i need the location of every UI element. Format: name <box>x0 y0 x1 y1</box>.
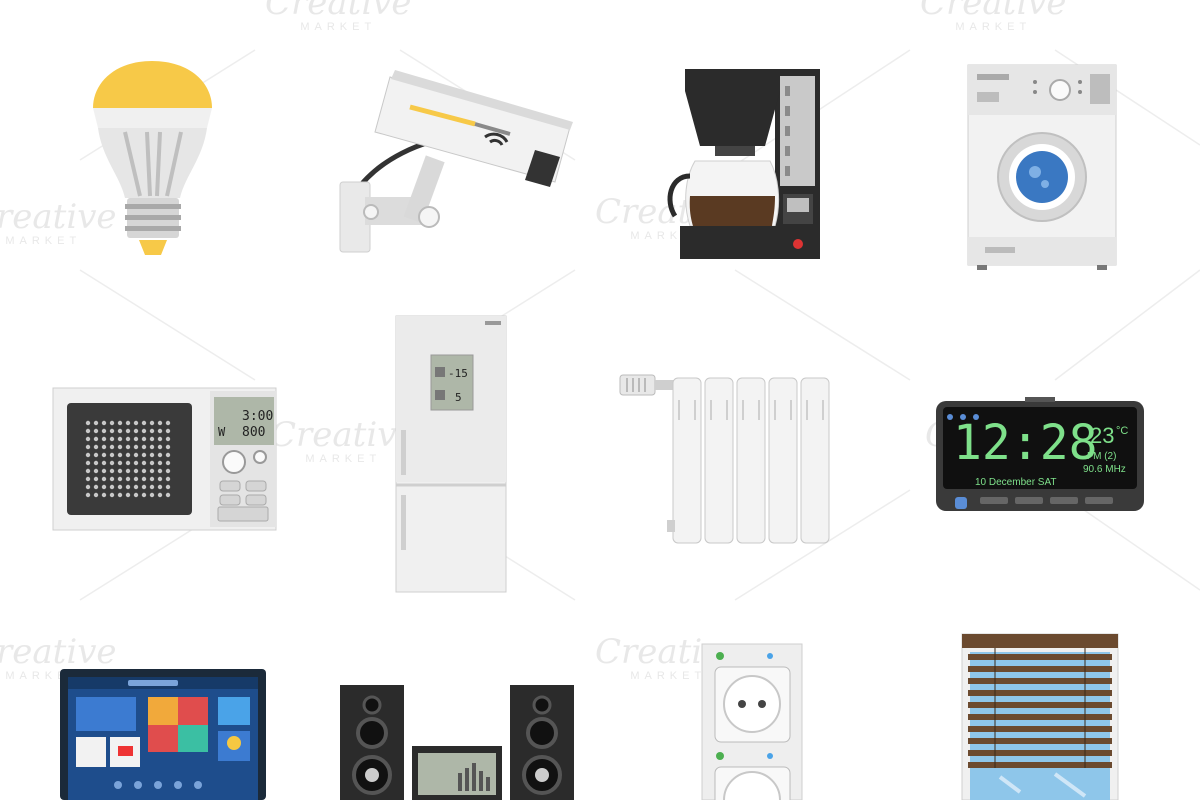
microwave-power: 800 <box>242 425 266 440</box>
clock-freq: 90.6 MHz <box>1083 464 1126 475</box>
stereo-system-icon <box>340 685 574 800</box>
microwave-power-unit: W <box>218 425 226 439</box>
alarm-clock-icon: 12:28 23 °C FM (2) 90.6 MHz 10 December … <box>935 397 1145 515</box>
radiator-icon <box>619 374 830 544</box>
washing-machine-icon <box>967 64 1117 270</box>
clock-time: 12:28 <box>953 415 1098 471</box>
power-socket-icon <box>701 643 803 800</box>
freezer-temp: -15 <box>448 367 468 380</box>
security-camera-icon <box>339 70 573 253</box>
coffee-maker-icon <box>667 69 820 259</box>
window-blinds-icon <box>961 633 1119 800</box>
smart-tv-icon <box>60 669 266 800</box>
microwave-time: 3:00 <box>242 409 274 424</box>
microwave-icon: 3:00 W 800 <box>52 387 277 532</box>
clock-temp-unit: °C <box>1116 425 1129 437</box>
refrigerator-icon: -15 5 <box>395 315 507 593</box>
clock-temp: 23 <box>1090 423 1115 448</box>
fridge-temp: 5 <box>455 391 462 404</box>
clock-radio: FM (2) <box>1087 451 1117 462</box>
led-bulb-icon <box>93 61 212 255</box>
clock-date: 10 December SAT <box>975 477 1057 488</box>
